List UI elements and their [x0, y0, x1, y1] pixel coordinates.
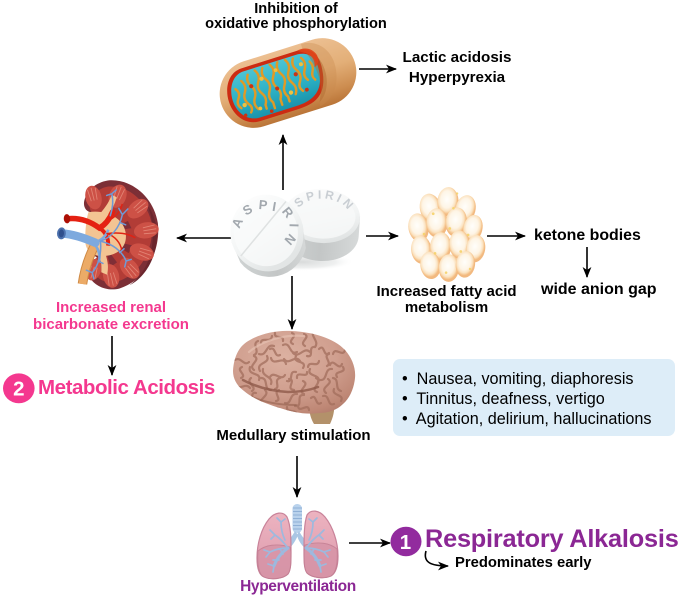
svg-text:1: 1	[400, 531, 411, 554]
svg-text:2: 2	[13, 378, 24, 401]
